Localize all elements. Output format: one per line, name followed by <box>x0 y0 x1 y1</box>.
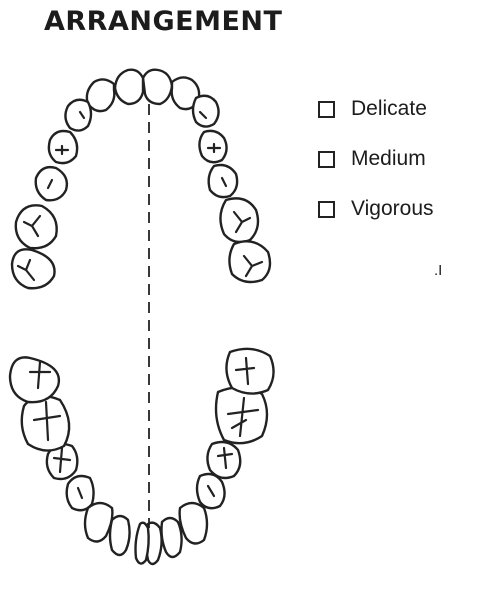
lower-arch <box>10 349 274 564</box>
lower-tooth-molar2-left <box>226 349 273 394</box>
margin-mark: .I <box>434 262 442 279</box>
lower-tooth-molar2-right <box>10 357 59 402</box>
lower-tooth-central-right <box>136 523 149 564</box>
lower-tooth-lateral-right <box>110 516 130 555</box>
upper-tooth-molar1-right <box>16 205 57 248</box>
upper-tooth-central-left <box>143 70 172 104</box>
medium-checkbox[interactable] <box>318 151 335 168</box>
lower-tooth-canine-left <box>180 503 207 544</box>
vigorous-label: Vigorous <box>351 197 434 221</box>
upper-tooth-canine-right <box>65 100 91 131</box>
lower-tooth-canine-right <box>85 503 112 542</box>
delicate-label: Delicate <box>351 97 427 121</box>
upper-arch <box>12 70 270 289</box>
option-vigorous[interactable]: Vigorous <box>318 184 434 234</box>
delicate-checkbox[interactable] <box>318 101 335 118</box>
option-delicate[interactable]: Delicate <box>318 84 434 134</box>
upper-tooth-molar2-right <box>12 249 55 288</box>
medium-label: Medium <box>351 147 426 171</box>
arrangement-options: Delicate Medium Vigorous <box>318 84 434 234</box>
vigorous-checkbox[interactable] <box>318 201 335 218</box>
option-medium[interactable]: Medium <box>318 134 434 184</box>
lower-tooth-lateral-left <box>162 518 182 557</box>
upper-tooth-canine-left <box>193 96 219 127</box>
upper-tooth-central-right <box>115 70 143 104</box>
